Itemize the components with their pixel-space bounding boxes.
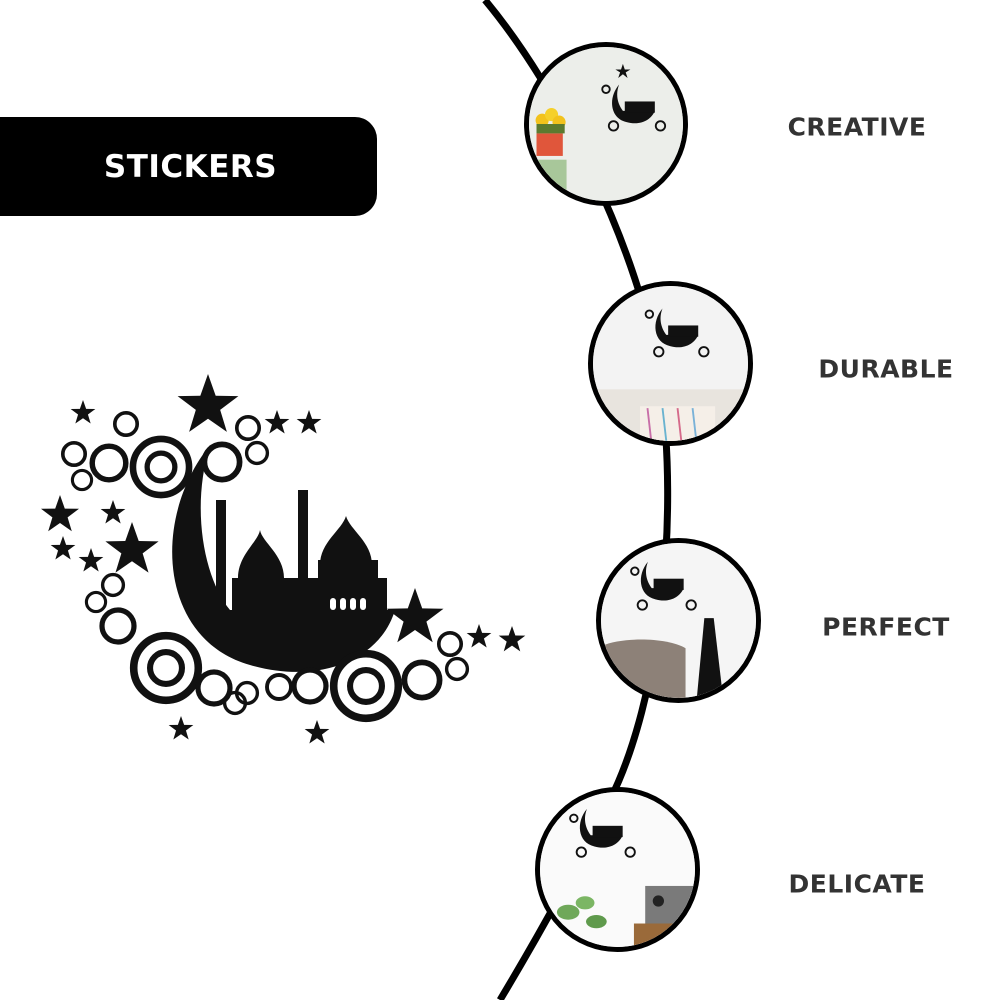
feature-label-creative: CREATIVE <box>787 112 927 142</box>
feature-label-durable: DURABLE <box>818 354 954 384</box>
banner-label: STICKERS <box>103 148 278 185</box>
feature-label-delicate: DELICATE <box>788 869 926 899</box>
feature-thumb-creative <box>524 42 688 206</box>
feature-label-perfect: PERFECT <box>822 612 950 642</box>
feature-thumb-delicate <box>535 787 700 952</box>
stickers-banner: STICKERS <box>0 117 377 216</box>
feature-thumb-perfect <box>596 538 761 703</box>
feature-thumb-durable <box>588 281 753 446</box>
